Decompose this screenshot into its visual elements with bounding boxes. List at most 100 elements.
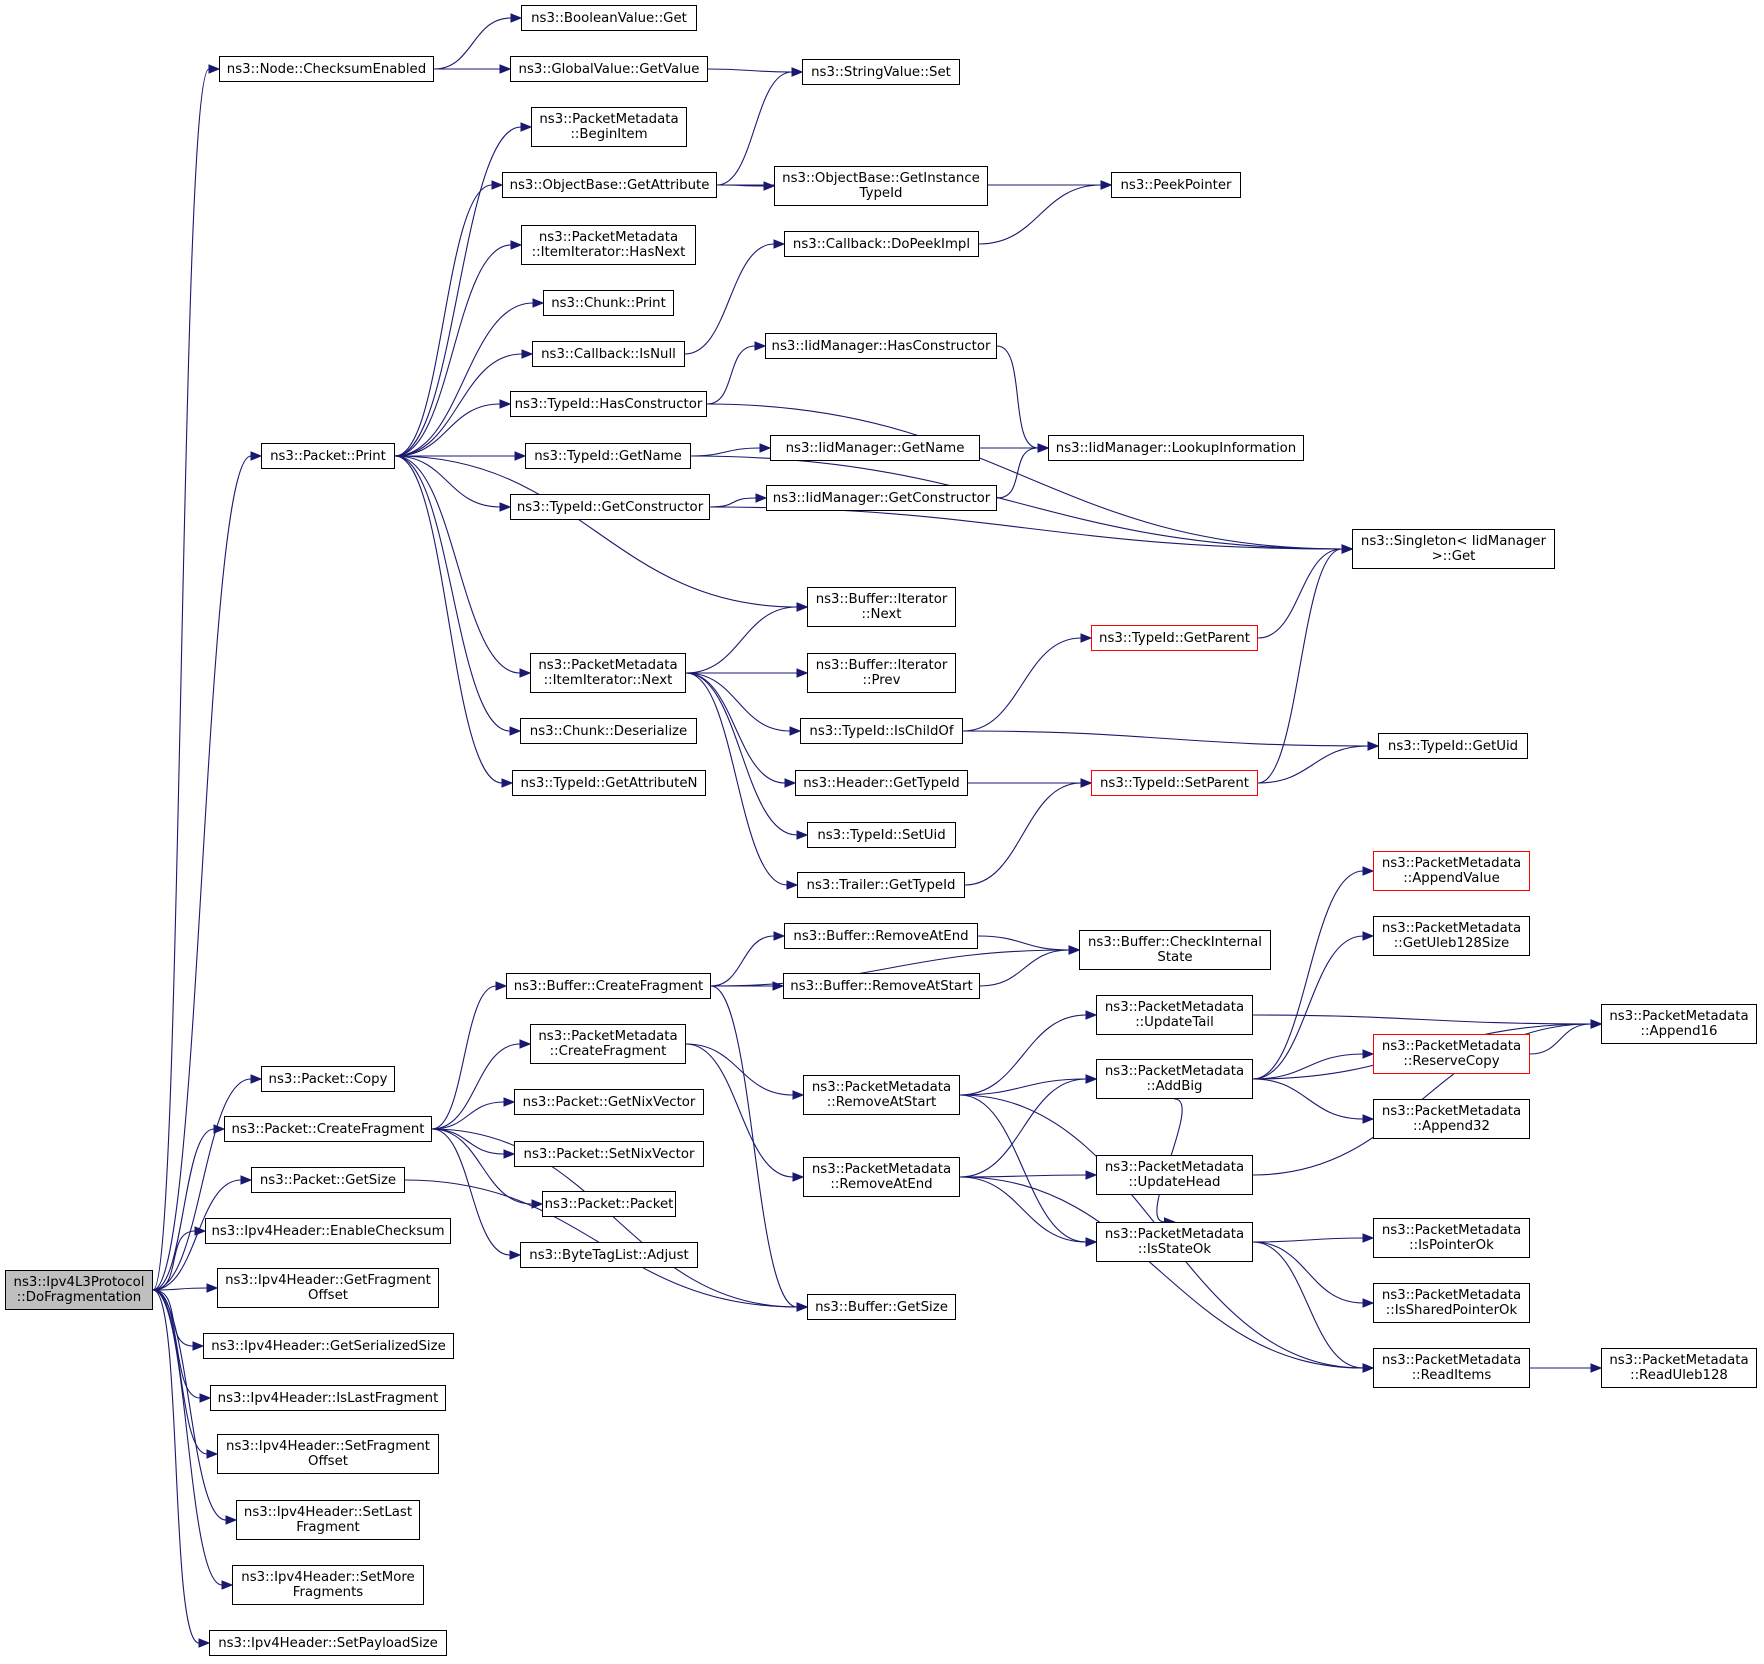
node-objectbase-getattribute[interactable]: ns3::ObjectBase::GetAttribute [502,172,717,198]
node-pm-updatetail[interactable]: ns3::PacketMetadata::UpdateTail [1096,995,1253,1035]
node-pm-createfragment[interactable]: ns3::PacketMetadata::CreateFragment [530,1024,686,1064]
node-iidmanager-lookupinformation[interactable]: ns3::IidManager::LookupInformation [1048,435,1304,461]
edge-arrowhead [491,180,504,190]
node-iidmanager-getconstructor[interactable]: ns3::IidManager::GetConstructor [766,485,997,511]
node-typeid-setuid[interactable]: ns3::TypeId::SetUid [807,822,956,848]
node-pm-readitems[interactable]: ns3::PacketMetadata::ReadItems [1373,1348,1530,1388]
node-typeid-setparent[interactable]: ns3::TypeId::SetParent [1091,770,1258,796]
node-singleton-get[interactable]: ns3::Singleton< IidManager >::Get [1352,529,1555,569]
node-typeid-hasconstructor[interactable]: ns3::TypeId::HasConstructor [510,391,707,417]
node-typeid-getname[interactable]: ns3::TypeId::GetName [525,443,691,469]
node-bytetaglist-adjust[interactable]: ns3::ByteTagList::Adjust [520,1242,698,1268]
node-buffer-iterator-next[interactable]: ns3::Buffer::Iterator::Next [807,587,956,627]
node-buffer-removeatend[interactable]: ns3::Buffer::RemoveAtEnd [784,923,978,949]
node-label: ::ReserveCopy [1403,1054,1500,1069]
node-label: ::ItemIterator::HasNext [531,245,686,260]
node-booleanvalue-get[interactable]: ns3::BooleanValue::Get [521,5,697,31]
node-label: ::Append16 [1640,1024,1718,1039]
node-ipv4header-enablechecksum[interactable]: ns3::Ipv4Header::EnableChecksum [205,1218,451,1244]
node-label: ns3::Callback::DoPeekImpl [792,236,971,252]
node-itemiterator-hasnext[interactable]: ns3::PacketMetadata::ItemIterator::HasNe… [521,225,696,265]
edge-root-to-node-checksumenabled [152,68,210,1291]
node-buffer-iterator-prev[interactable]: ns3::Buffer::Iterator::Prev [807,653,956,693]
node-label: ns3::Ipv4Header::GetSerializedSize [211,1338,446,1354]
node-label: ns3::Callback::IsNull [541,346,676,362]
edge-arrowhead [1341,544,1354,554]
node-label: ns3::ByteTagList::Adjust [529,1247,689,1263]
node-label: ns3::Ipv4Header::SetPayloadSize [218,1635,438,1651]
node-pm-issharedpointerok[interactable]: ns3::PacketMetadata::IsSharedPointerOk [1373,1283,1530,1323]
node-packet-getsize[interactable]: ns3::Packet::GetSize [251,1167,405,1193]
node-label: ns3::IidManager::HasConstructor [771,338,991,354]
edge-arrowhead [755,493,768,503]
node-pm-addbig[interactable]: ns3::PacketMetadata::AddBig [1096,1059,1253,1099]
edge-arrowhead [510,240,523,250]
node-label: ns3::PacketMetadata [1609,1353,1749,1368]
node-typeid-getuid[interactable]: ns3::TypeId::GetUid [1378,733,1528,759]
node-buffer-createfragment[interactable]: ns3::Buffer::CreateFragment [506,973,711,999]
edge-arrowhead [206,1449,219,1459]
node-callback-dopeekimpl[interactable]: ns3::Callback::DoPeekImpl [784,231,979,257]
node-iidmanager-hasconstructor[interactable]: ns3::IidManager::HasConstructor [765,333,997,359]
node-pm-ispointerok[interactable]: ns3::PacketMetadata::IsPointerOk [1373,1218,1530,1258]
node-ipv4header-setpayloadsize[interactable]: ns3::Ipv4Header::SetPayloadSize [209,1630,447,1656]
node-pm-appendvalue[interactable]: ns3::PacketMetadata::AppendValue [1373,851,1530,891]
node-packet-copy[interactable]: ns3::Packet::Copy [261,1066,395,1092]
node-pm-isstateok[interactable]: ns3::PacketMetadata::IsStateOk [1096,1222,1253,1262]
node-typeid-ischildof[interactable]: ns3::TypeId::IsChildOf [800,718,963,744]
edge-arrowhead [1590,1019,1603,1029]
edge-pm-addbig-to-pm-reservecopy [1252,1053,1364,1080]
edge-packet-createfragment-to-buffer-getsize [431,1128,798,1308]
node-label: ns3::PacketMetadata [1381,1353,1522,1368]
node-pm-append16[interactable]: ns3::PacketMetadata::Append16 [1601,1004,1757,1044]
edge-root-to-ipv4header-getfragmentoffset [152,1287,208,1291]
node-label: ns3::Packet::CreateFragment [231,1121,425,1137]
node-label: State [1157,950,1193,965]
node-pm-removeatend[interactable]: ns3::PacketMetadata::RemoveAtEnd [803,1157,960,1197]
node-pm-updatehead[interactable]: ns3::PacketMetadata::UpdateHead [1096,1155,1253,1195]
node-globalvalue-getvalue[interactable]: ns3::GlobalValue::GetValue [510,56,708,82]
edge-packet-createfragment-to-packet-packet [431,1128,533,1205]
node-chunk-deserialize[interactable]: ns3::Chunk::Deserialize [520,718,697,744]
node-packet-getnixvector[interactable]: ns3::Packet::GetNixVector [514,1089,704,1115]
node-pm-removeatstart[interactable]: ns3::PacketMetadata::RemoveAtStart [803,1075,960,1115]
node-callback-isnull[interactable]: ns3::Callback::IsNull [532,341,685,367]
node-packet-setnixvector[interactable]: ns3::Packet::SetNixVector [514,1141,704,1167]
node-packet-createfragment[interactable]: ns3::Packet::CreateFragment [224,1116,432,1142]
node-pm-readuleb128[interactable]: ns3::PacketMetadata::ReadUleb128 [1601,1348,1757,1388]
node-typeid-getconstructor[interactable]: ns3::TypeId::GetConstructor [510,494,710,520]
node-label: ns3::GlobalValue::GetValue [518,61,700,77]
node-typeid-getattributen[interactable]: ns3::TypeId::GetAttributeN [512,770,706,796]
node-typeid-getparent[interactable]: ns3::TypeId::GetParent [1091,625,1258,651]
node-header-gettypeid[interactable]: ns3::Header::GetTypeId [795,770,968,796]
edge-packet-print-to-chunk-deserialize [394,455,511,732]
node-trailer-gettypeid[interactable]: ns3::Trailer::GetTypeId [797,872,965,898]
edge-pm-removeatend-to-pm-readitems [959,1176,1364,1369]
node-label: ns3::Packet::GetNixVector [522,1094,696,1110]
edge-pm-createfragment-to-pm-removeatend [685,1043,794,1178]
node-buffer-getsize[interactable]: ns3::Buffer::GetSize [807,1294,956,1320]
node-buffer-removeatstart[interactable]: ns3::Buffer::RemoveAtStart [783,973,980,999]
node-ipv4header-getserializedsize[interactable]: ns3::Ipv4Header::GetSerializedSize [203,1333,454,1359]
node-itemiterator-next[interactable]: ns3::PacketMetadata::ItemIterator::Next [530,653,686,693]
node-chunk-print[interactable]: ns3::Chunk::Print [543,290,674,316]
edge-arrowhead [1362,1298,1375,1308]
node-pm-append32[interactable]: ns3::PacketMetadata::Append32 [1373,1099,1530,1139]
node-packet-packet[interactable]: ns3::Packet::Packet [542,1191,676,1217]
node-iidmanager-getname[interactable]: ns3::IidManager::GetName [770,435,980,461]
edge-packet-print-to-typeid-getconstructor [394,455,501,508]
node-stringvalue-set[interactable]: ns3::StringValue::Set [802,59,960,85]
node-node-checksumenabled[interactable]: ns3::Node::ChecksumEnabled [219,56,434,82]
node-packetmetadata-beginitem[interactable]: ns3::PacketMetadata::BeginItem [531,107,687,147]
node-ipv4header-islastfragment[interactable]: ns3::Ipv4Header::IsLastFragment [210,1385,446,1411]
node-peekpointer[interactable]: ns3::PeekPointer [1111,172,1241,198]
node-pm-reservecopy[interactable]: ns3::PacketMetadata::ReserveCopy [1373,1034,1530,1074]
node-pm-getuleb128size[interactable]: ns3::PacketMetadata::GetUleb128Size [1373,916,1530,956]
node-packet-print[interactable]: ns3::Packet::Print [261,443,395,469]
